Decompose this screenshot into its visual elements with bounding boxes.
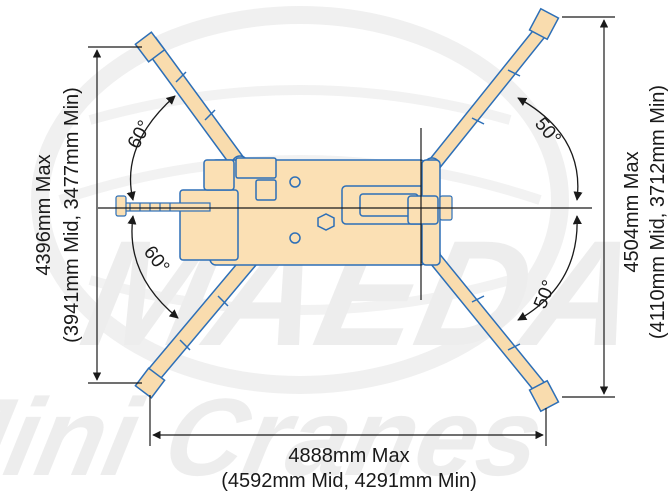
outrigger-upper-right [423, 7, 560, 175]
body-left-block [179, 189, 239, 261]
turret-bracket [407, 195, 439, 225]
arc-upper-right [517, 97, 583, 201]
right-height-dimension [562, 16, 615, 398]
left-height-detail: (3941mm Mid, 3477mm Min) [61, 87, 83, 343]
centre-lines [98, 128, 592, 300]
right-height-max: 4504mm Max [621, 151, 643, 272]
winch [255, 179, 277, 201]
arc-lower-right [517, 215, 582, 321]
arc-upper-left [126, 95, 176, 201]
left-height-max: 4396mm Max [33, 154, 55, 275]
hatch-1 [289, 176, 301, 188]
bottom-width-max: 4888mm Max [288, 445, 409, 467]
angle-arcs [126, 95, 583, 321]
hatch-2 [289, 232, 301, 244]
arc-lower-left [127, 215, 179, 319]
bottom-width-dimension [149, 395, 547, 446]
right-height-detail: (4110mm Mid, 3712mm Min) [647, 85, 668, 339]
hex-fitting [317, 213, 335, 231]
crane-body [179, 157, 441, 266]
body-panel [235, 157, 277, 179]
bottom-width-detail: (4592mm Mid, 4291mm Min) [221, 470, 477, 492]
cab [203, 159, 235, 191]
left-height-dimension [88, 46, 142, 384]
